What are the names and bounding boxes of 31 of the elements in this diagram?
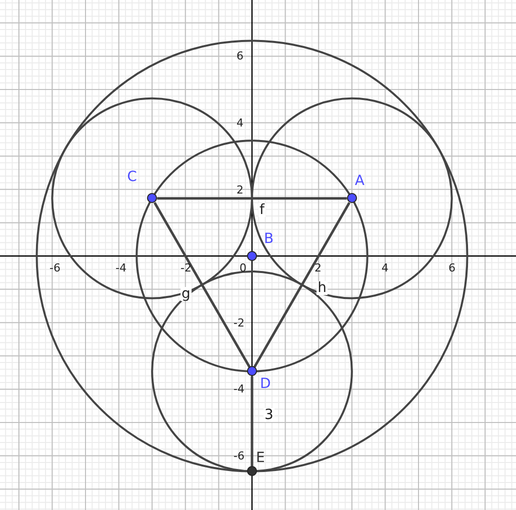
tick-label: -2: [180, 262, 192, 274]
point-dot: [346, 193, 357, 204]
point-label: D: [260, 377, 271, 392]
tick-label: 4: [382, 262, 388, 274]
segment-label: 3: [264, 408, 274, 422]
point-label: C: [127, 170, 137, 184]
tick-label: 4: [236, 118, 244, 128]
tick-label: -2: [234, 318, 244, 328]
point-dot: [247, 366, 257, 376]
line-segment: [157, 197, 347, 200]
tick-label: -6: [50, 262, 60, 274]
point-dot: [247, 251, 257, 261]
line-segment: [253, 202, 350, 368]
segment-label: h: [316, 281, 328, 295]
point-dot: [247, 466, 257, 476]
tick-label: 6: [448, 262, 456, 274]
tick-label: 6: [236, 50, 244, 62]
tick-label: 0: [240, 262, 246, 274]
point-dot: [147, 193, 158, 204]
tick-label: -4: [234, 384, 244, 394]
point-label: E: [256, 451, 265, 466]
point-label: B: [264, 232, 274, 246]
tick-label: 2: [314, 262, 322, 274]
tick-label: 2: [236, 184, 244, 196]
line-segment: [154, 202, 251, 368]
segment-label: g: [180, 287, 192, 301]
line-segment: [250, 376, 254, 466]
tick-label: -6: [234, 450, 244, 462]
point-label: A: [354, 174, 364, 188]
segment-label: f: [258, 203, 266, 217]
tick-label: -4: [116, 262, 126, 274]
